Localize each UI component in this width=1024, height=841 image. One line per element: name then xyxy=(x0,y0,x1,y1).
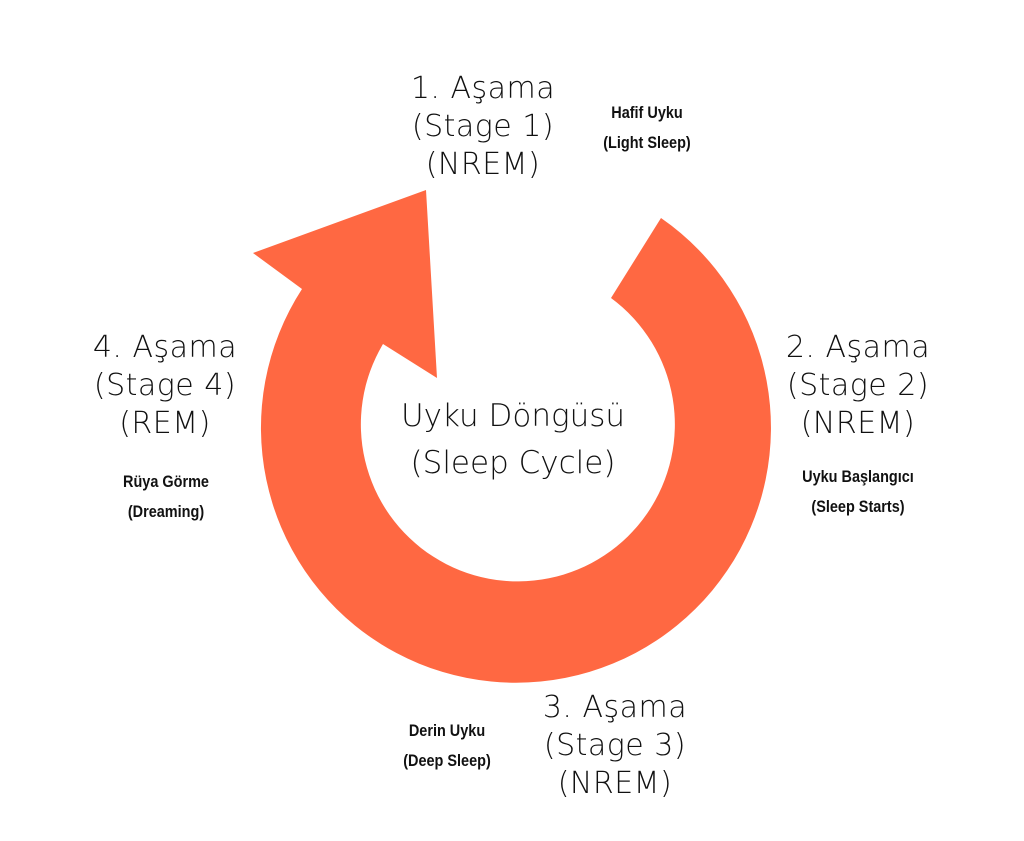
stage-2-desc-tr: Uyku Başlangıcı xyxy=(802,467,914,486)
stage-1-stage: (Stage 1) xyxy=(411,109,555,144)
stage-1-desc-tr: Hafif Uyku xyxy=(611,103,683,122)
stage-1-desc-en: (Light Sleep) xyxy=(603,133,691,152)
cycle-title-tr: Uyku Döngüsü xyxy=(400,398,626,434)
stage-3-stage: (Stage 3) xyxy=(543,728,687,763)
stage-3-desc-en: (Deep Sleep) xyxy=(403,751,491,770)
stage-3-label: 3. Aşama (Stage 3) (NREM) xyxy=(505,689,725,803)
stage-4-desc-tr: Rüya Görme xyxy=(123,472,209,491)
circular-arrow-shape xyxy=(253,190,771,683)
stage-3-title: 3. Aşama xyxy=(542,690,688,725)
stage-4-label: 4. Aşama (Stage 4) (REM) xyxy=(55,329,275,443)
stage-2-label: 2. Aşama (Stage 2) (NREM) xyxy=(748,329,968,443)
stage-1-desc: Hafif Uyku (Light Sleep) xyxy=(562,98,732,158)
stage-3-desc-tr: Derin Uyku xyxy=(408,721,486,740)
stage-4-stage: (Stage 4) xyxy=(93,368,237,403)
stage-1-title: 1. Aşama xyxy=(410,71,556,106)
stage-3-type: (NREM) xyxy=(557,766,673,801)
stage-2-desc: Uyku Başlangıcı (Sleep Starts) xyxy=(773,462,943,522)
stage-2-title: 2. Aşama xyxy=(785,330,931,365)
stage-3-desc: Derin Uyku (Deep Sleep) xyxy=(362,716,532,776)
stage-1-label: 1. Aşama (Stage 1) (NREM) xyxy=(373,70,593,184)
stage-4-desc-en: (Dreaming) xyxy=(127,502,205,521)
stage-1-type: (NREM) xyxy=(425,147,541,182)
stage-2-type: (NREM) xyxy=(800,406,916,441)
stage-2-desc-en: (Sleep Starts) xyxy=(811,497,905,516)
cycle-title: Uyku Döngüsü (Sleep Cycle) xyxy=(363,393,663,487)
stage-4-type: (REM) xyxy=(119,406,211,441)
stage-4-title: 4. Aşama xyxy=(92,330,238,365)
stage-2-stage: (Stage 2) xyxy=(786,368,930,403)
cycle-title-en: (Sleep Cycle) xyxy=(410,445,616,481)
stage-4-desc: Rüya Görme (Dreaming) xyxy=(81,467,251,527)
